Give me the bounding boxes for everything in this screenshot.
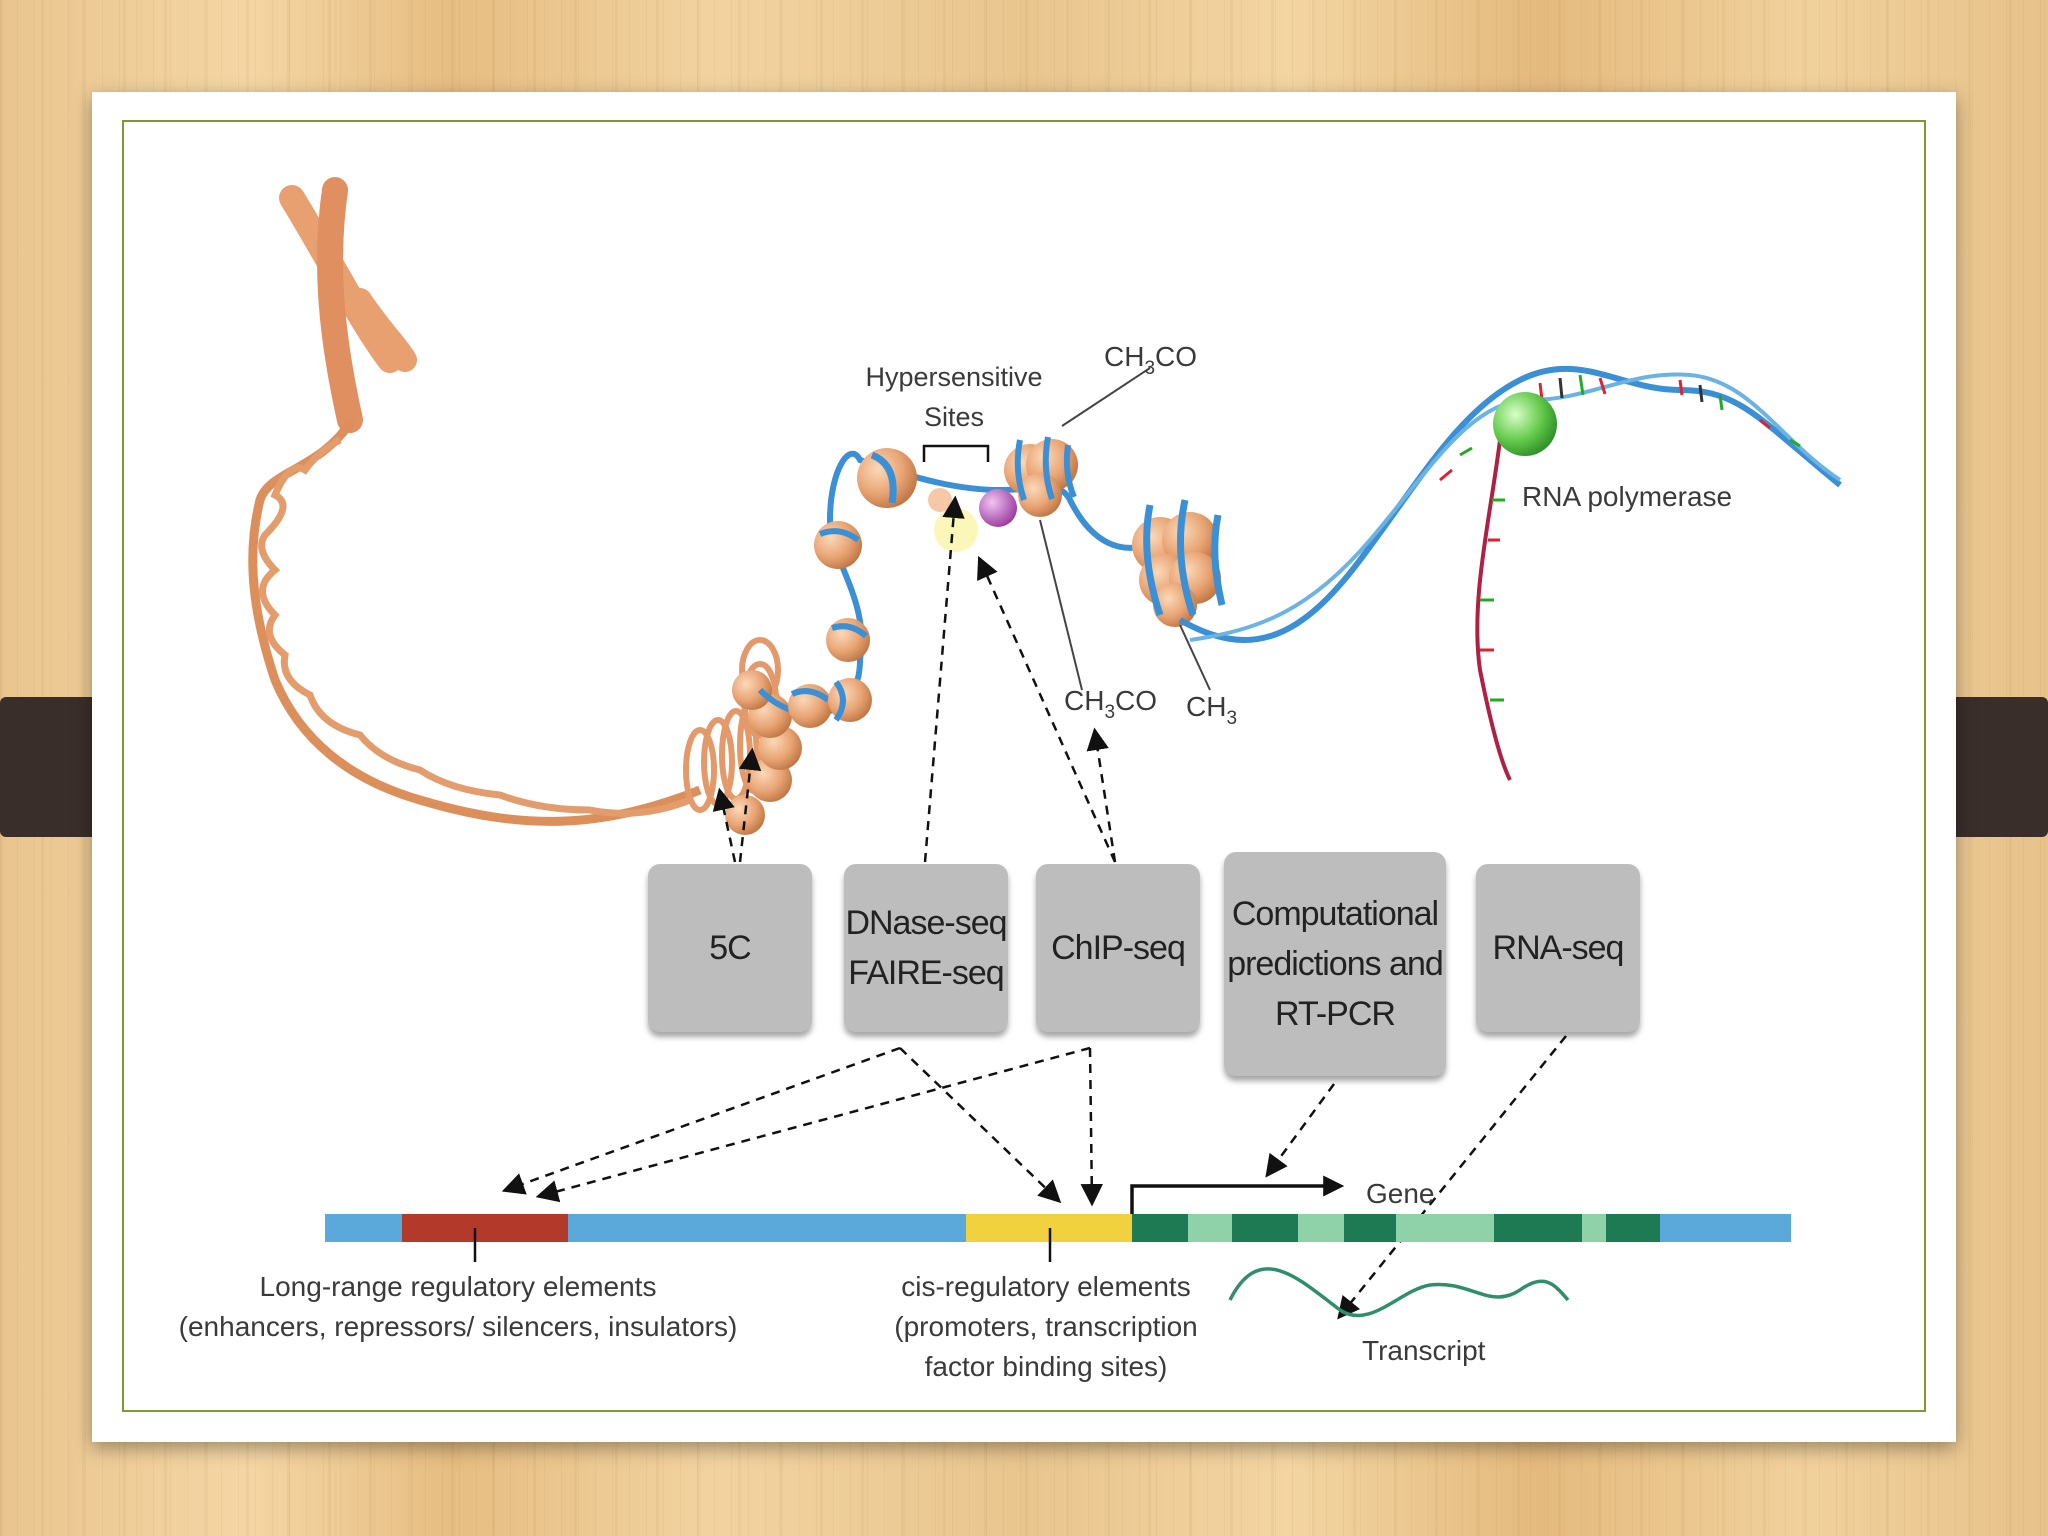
method-computational-line1: Computational bbox=[1231, 895, 1439, 933]
tf-orange-ball bbox=[928, 488, 952, 512]
ch3co-top-label: CH3CO bbox=[1104, 341, 1197, 379]
method-chip-label: ChIP-seq bbox=[1051, 929, 1186, 967]
method-box-computational: Computational predictions and RT-PCR bbox=[1224, 852, 1446, 1076]
acetylated-nucleosome-cluster bbox=[1004, 436, 1078, 517]
gene-label: Gene bbox=[1366, 1178, 1435, 1209]
chromatin-fiber bbox=[248, 417, 702, 826]
sites-label: Sites bbox=[924, 402, 984, 432]
tf-purple-ball bbox=[979, 489, 1017, 527]
ch3co-top-leader bbox=[1061, 367, 1151, 427]
cis-examples-line1: (promoters, transcription bbox=[894, 1311, 1197, 1342]
dna-strand-loop bbox=[757, 450, 1162, 717]
method-5c-label: 5C bbox=[709, 929, 751, 967]
ch3co-mid-label: CH3CO bbox=[1064, 685, 1157, 723]
cis-examples-line2: factor binding sites) bbox=[925, 1351, 1168, 1382]
method-box-dnase-faire: DNase-seq FAIRE-seq bbox=[844, 864, 1008, 1032]
method-computational-line3: RT-PCR bbox=[1275, 995, 1396, 1033]
tss-arrow bbox=[1130, 1175, 1345, 1214]
rna-polymerase-icon bbox=[1493, 392, 1557, 456]
method-box-rnaseq: RNA-seq bbox=[1476, 864, 1640, 1032]
nucleosomes bbox=[788, 436, 1226, 728]
linear-gene-track bbox=[325, 1214, 1791, 1262]
chromosome bbox=[279, 177, 417, 433]
method-to-gene-arrows bbox=[501, 1035, 1567, 1320]
ch3-leader bbox=[1179, 624, 1211, 691]
compact-nucleosome-cluster bbox=[1132, 499, 1226, 627]
method-rnaseq-label: RNA-seq bbox=[1492, 929, 1625, 967]
method-faire-label: FAIRE-seq bbox=[848, 954, 1004, 992]
hypersensitive-label: Hypersensitive bbox=[865, 362, 1042, 392]
method-dnase-label: DNase-seq bbox=[845, 904, 1007, 942]
method-box-5c: 5C bbox=[648, 864, 812, 1032]
ch3-label: CH3 bbox=[1186, 691, 1237, 729]
slide-frame bbox=[122, 120, 1926, 1412]
hypersensitive-bracket bbox=[922, 444, 990, 462]
long-range-label: Long-range regulatory elements bbox=[260, 1271, 657, 1302]
method-box-chip: ChIP-seq bbox=[1036, 864, 1200, 1032]
nascent-rna bbox=[1475, 439, 1512, 781]
transcript-label: Transcript bbox=[1362, 1335, 1486, 1366]
method-to-chromatin-arrows bbox=[712, 495, 1117, 863]
method-computational-line2: predictions and bbox=[1227, 945, 1444, 983]
cis-label: cis-regulatory elements bbox=[901, 1271, 1190, 1302]
long-range-element-segment bbox=[402, 1214, 568, 1242]
long-range-examples: (enhancers, repressors/ silencers, insul… bbox=[179, 1311, 738, 1342]
dnase-site-glow bbox=[934, 508, 978, 552]
ch3co-mid-leader bbox=[1039, 519, 1083, 691]
rna-ticks bbox=[1480, 498, 1505, 702]
rna-polymerase-label: RNA polymerase bbox=[1522, 481, 1732, 512]
transcript-wave bbox=[1228, 1267, 1570, 1318]
